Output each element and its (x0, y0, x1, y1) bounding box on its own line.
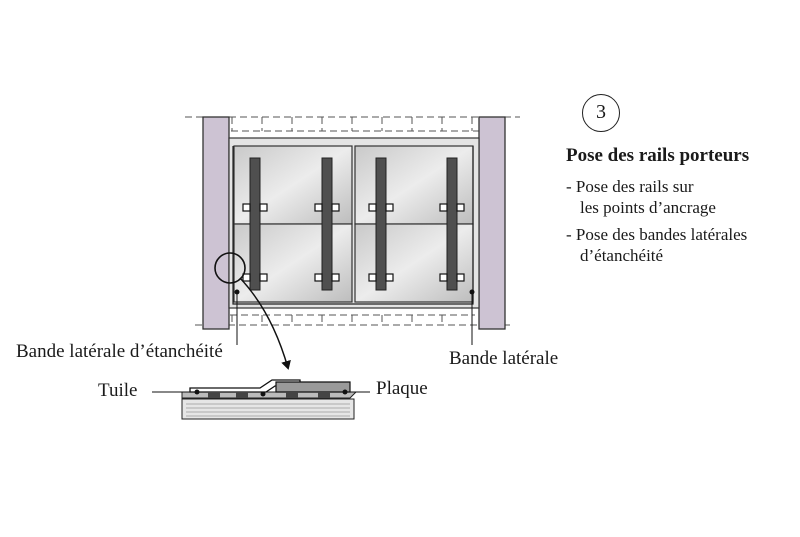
detail-arrow (239, 277, 291, 370)
rail (446, 157, 458, 291)
rail (321, 157, 333, 291)
rail (375, 157, 387, 291)
cross-section-detail (181, 379, 358, 420)
side-strip-label: Bande latérale (449, 348, 559, 369)
rail (249, 157, 261, 291)
instruction-line: les points d’ancrage (580, 198, 716, 217)
step-number-badge: 3 (582, 94, 620, 132)
anchor-points (242, 203, 465, 282)
step-instruction-list: - Pose des rails sur les points d’ancrag… (566, 176, 747, 272)
sealing-strip-label: Bande latérale d’étanchéité (16, 341, 223, 362)
right-post (478, 116, 506, 330)
side-strips (232, 146, 474, 305)
instruction-item: - Pose des rails sur les points d’ancrag… (566, 176, 747, 218)
instruction-line: d’étanchéité (580, 246, 664, 265)
carrier-rails (249, 157, 458, 291)
step-title: Pose des rails porteurs (566, 145, 750, 166)
panel-label: Plaque (376, 378, 428, 399)
instruction-item: - Pose des bandes latérales d’étanchéité (566, 224, 747, 266)
instruction-line: - Pose des bandes latérales (566, 225, 748, 244)
left-post (202, 116, 230, 330)
tile-label: Tuile (98, 380, 138, 401)
detail-circle (214, 252, 246, 284)
instruction-line: - Pose des rails sur (566, 177, 694, 196)
